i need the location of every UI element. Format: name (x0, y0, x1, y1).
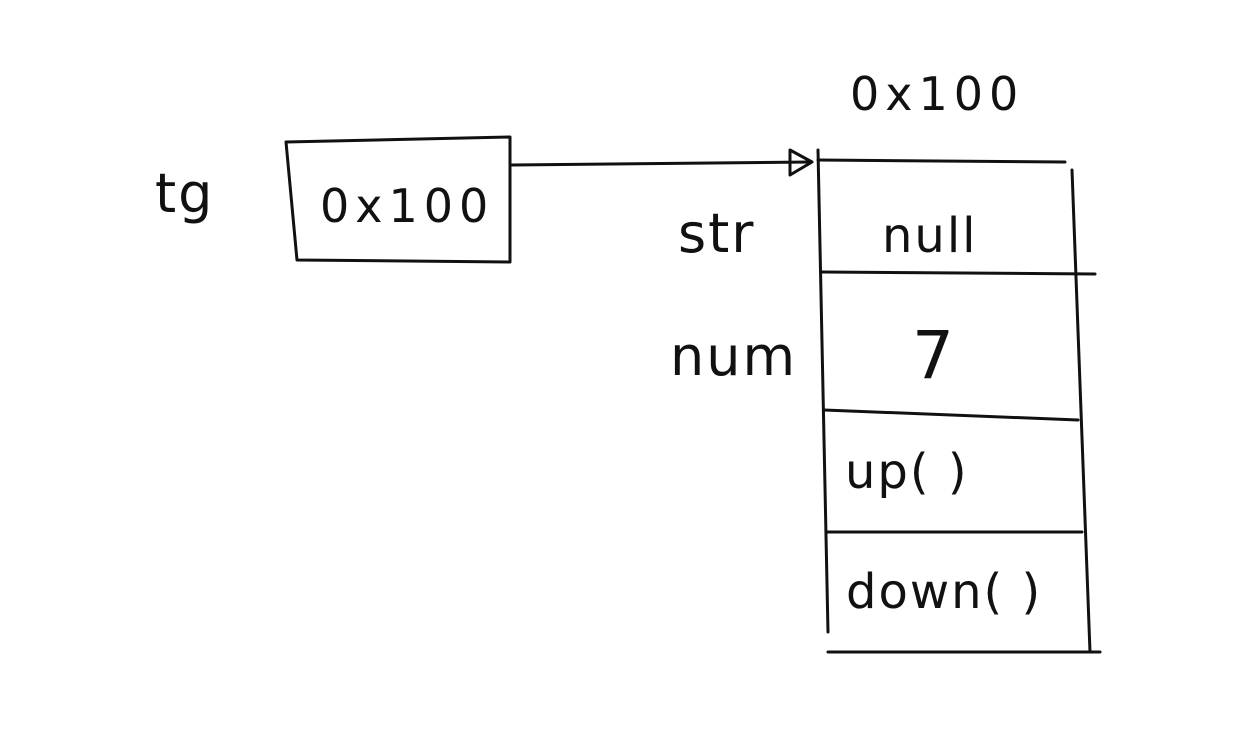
row-divider-2 (822, 408, 1080, 422)
object-right-border (1070, 168, 1092, 654)
field-value-num: 7 (912, 317, 954, 394)
method-up: up( ) (845, 444, 969, 500)
row-divider-1 (820, 270, 1097, 276)
object-left-border (816, 148, 830, 634)
arrow-shaft (510, 160, 812, 167)
field-name-num: num (670, 325, 797, 388)
field-name-str: str (678, 202, 756, 265)
variable-name-label: tg (155, 162, 214, 225)
object-top-border (816, 158, 1067, 164)
variable-box (284, 135, 512, 264)
method-down: down( ) (846, 564, 1042, 620)
reference-arrow (510, 148, 814, 177)
arrow-head (788, 148, 814, 177)
field-value-str: null (882, 208, 978, 264)
variable-value: 0x100 (320, 179, 494, 233)
variable-box-outline (284, 135, 512, 264)
object-box (816, 148, 1102, 654)
object-address: 0x100 (850, 67, 1024, 121)
